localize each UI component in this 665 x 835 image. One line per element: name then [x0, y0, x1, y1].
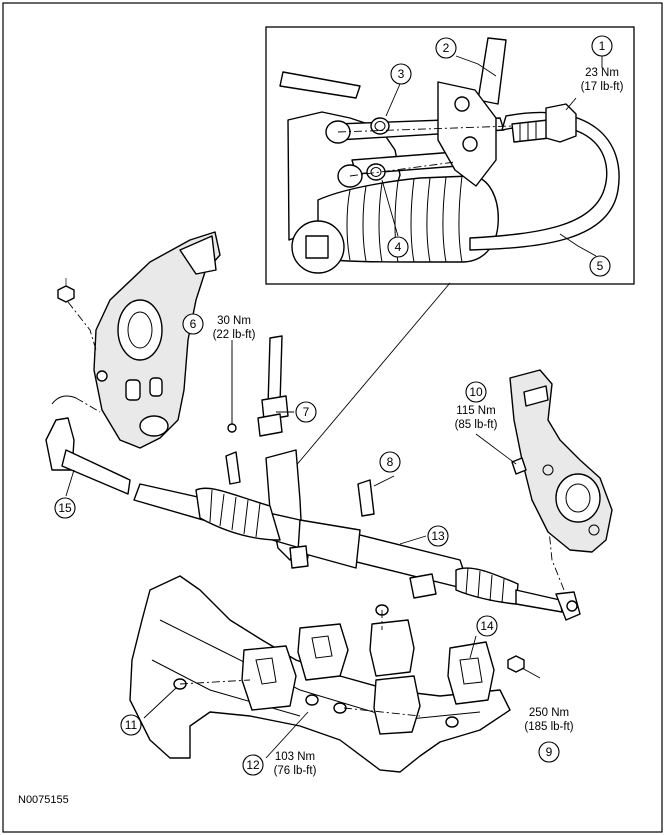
svg-text:5: 5: [597, 259, 604, 273]
callout-9: 250 Nm (185 lb-ft) 9: [524, 707, 574, 763]
svg-text:10: 10: [469, 385, 483, 399]
callout-7: 7: [295, 401, 317, 423]
svg-text:12: 12: [246, 758, 260, 772]
svg-text:1: 1: [599, 39, 606, 53]
rack-right-boot: [455, 567, 519, 605]
svg-text:11: 11: [125, 718, 138, 732]
callout-6: 6 30 Nm (22 lb-ft): [182, 313, 256, 341]
svg-text:6: 6: [190, 317, 197, 331]
front-subframe: [129, 575, 525, 773]
left-tie-rod-end: [45, 395, 131, 495]
svg-text:3: 3: [398, 67, 405, 81]
plate-hole-1: [454, 96, 470, 112]
detail-inset: [265, 26, 635, 285]
rack-left-boot: [195, 487, 281, 541]
callout-4: 4: [387, 236, 409, 258]
inset-hex-nut: [305, 235, 329, 259]
svg-text:7: 7: [303, 405, 310, 419]
svg-text:(185 lb-ft): (185 lb-ft): [524, 721, 573, 733]
right-steering-knuckle: [509, 369, 613, 553]
rack-bolt-8: [357, 479, 375, 517]
svg-text:(76 lb-ft): (76 lb-ft): [274, 765, 317, 777]
intermediate-shaft: [227, 335, 289, 437]
svg-text:13: 13: [431, 529, 445, 543]
callout-leaders: [65, 55, 603, 759]
svg-text:30 Nm: 30 Nm: [217, 315, 251, 327]
figure-id: N0075155: [18, 794, 69, 806]
callout-11: 11: [120, 714, 142, 736]
left-steering-knuckle: [93, 231, 221, 449]
subframe-mount-left: [241, 645, 297, 711]
svg-text:8: 8: [387, 455, 394, 469]
inset-return-line-5: [469, 111, 620, 251]
plate-hole-2: [462, 136, 478, 152]
svg-text:2: 2: [443, 41, 450, 55]
svg-text:(22 lb-ft): (22 lb-ft): [213, 329, 256, 341]
svg-text:23 Nm: 23 Nm: [585, 67, 619, 79]
svg-text:9: 9: [546, 745, 553, 759]
steering-gear-rack: [133, 449, 581, 621]
callout-8: 8: [379, 451, 401, 473]
o-ring-4: [366, 163, 386, 181]
callout-3: 3: [390, 63, 412, 85]
callout-1: 1 23 Nm (17 lb-ft): [581, 35, 624, 93]
svg-text:103 Nm: 103 Nm: [275, 751, 315, 763]
callout-5: 5: [589, 255, 611, 277]
inset-pressure-line-2: [477, 37, 507, 105]
callout-13: 13: [427, 525, 449, 547]
svg-text:115 Nm: 115 Nm: [456, 405, 495, 417]
o-ring-3: [370, 117, 390, 135]
inset-bracket-arm: [279, 71, 361, 99]
knuckle-upper-nut: [57, 278, 97, 351]
svg-text:250 Nm: 250 Nm: [529, 707, 569, 719]
inset-manifold-plate: [437, 81, 497, 187]
callout-14: 14: [476, 615, 498, 637]
svg-text:(85 lb-ft): (85 lb-ft): [455, 419, 498, 431]
subframe-mount-center: [297, 623, 349, 681]
callout-12: 12 103 Nm (76 lb-ft): [242, 751, 317, 777]
callout-10: 10 115 Nm (85 lb-ft): [455, 381, 498, 431]
svg-text:14: 14: [480, 619, 494, 633]
rack-bolt-left: [225, 451, 241, 485]
subframe-bracket-14: [447, 641, 495, 705]
inset-leader-line: [293, 282, 451, 469]
inset-bolt: [511, 103, 577, 143]
svg-text:(17 lb-ft): (17 lb-ft): [581, 81, 624, 93]
svg-text:15: 15: [58, 501, 72, 515]
svg-text:4: 4: [395, 240, 402, 254]
subframe-mount-right: [369, 619, 421, 735]
inset-bellows-boot: [317, 175, 499, 263]
callout-2: 2: [435, 37, 457, 59]
callout-15: 15: [54, 497, 76, 519]
